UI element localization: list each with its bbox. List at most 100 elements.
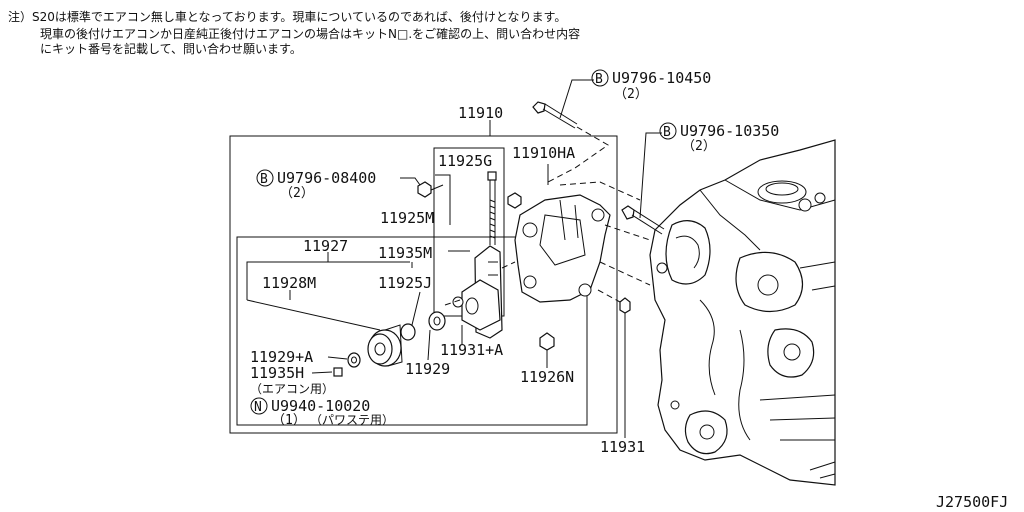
note-line-3: にキット番号を記載して、問い合わせ願います。 [40,42,302,56]
callout-note: （パワステ用） [310,413,394,427]
label-11929: 11929 [405,360,450,378]
pulley-side [384,324,403,367]
frame-11910 [229,135,618,434]
engine-mount-hole [783,343,801,361]
callout-quantity: （1） [272,413,306,428]
badge-circle [591,69,609,87]
alignment-line [501,261,516,269]
callout-bolt-right: B U9796-10350 （2） [621,122,779,235]
callout-quantity: （2） [280,186,314,201]
label-11931a: 11931+A [440,341,503,359]
bolt-11926n [539,332,555,362]
label-11928m: 11928M [262,274,316,292]
alignment-line [597,289,621,303]
callout-quantity: （2） [614,87,648,102]
label-11925m: 11925M [380,209,434,227]
engine-bolt [814,192,826,204]
label-11935m: 11935M [378,244,432,262]
badge-circle [256,169,274,187]
label-11925g: 11925G [438,152,492,170]
alignment-line [547,126,609,183]
leader-11935h [311,371,333,374]
main-bracket [514,194,611,303]
label-11910ha: 11910HA [512,144,575,162]
bolt-shank [430,184,444,191]
alignment-line [444,299,461,306]
thermostat-detail [675,235,700,269]
bracket-mount-hole [578,283,592,297]
engine-line [811,285,836,291]
callout-part-number: U9796-08400 [277,169,376,187]
label-11935h: 11935H [250,364,304,382]
leader-11925m [435,174,451,225]
label-11927: 11927 [303,237,348,255]
oil-pump-hole [699,424,715,440]
bracket-boss [452,296,464,308]
callout-quantity: （2） [682,139,716,154]
washer-hole [433,316,441,326]
pulley-hub [374,342,386,356]
spacer [400,323,416,341]
leader-11929a [327,356,348,360]
bolt-head [417,181,432,198]
bolt-11910ha [507,192,522,209]
bracket-mount-hole [523,275,537,289]
oil-filler-cap-top [765,182,799,196]
engine-stud [670,400,680,410]
nut-hole [351,356,357,364]
idler-pulley [367,324,403,367]
alignment-line [604,224,651,241]
label-11925j: 11925J [378,274,432,292]
callout-bolt-top: B U9796-10450 （2） [532,69,711,129]
label-11935h-note: （エアコン用） [250,382,334,396]
callout-bolt-left: B U9796-08400 （2） [256,169,444,201]
callout-leader [400,177,421,186]
leader-11928m [246,299,381,331]
label-11910: 11910 [458,104,503,122]
engine-boss-hole [757,274,779,296]
badge-letter: N [254,400,262,415]
callout-nut: N U9940-10020 （1） （パワステ用） [250,397,394,428]
bolt-head [621,205,635,220]
alignment-line [559,181,641,201]
badge-letter: B [260,172,268,187]
badge-letter: B [595,72,603,87]
bolt-shank [631,214,663,235]
bolt-11935h [333,367,343,377]
bolt-head [539,332,555,351]
engine-edge [699,189,761,251]
bolt-head [532,101,546,114]
label-11931: 11931 [600,438,645,456]
engine-edge [724,179,836,211]
leader-11929 [427,329,431,361]
bracket-rib [539,214,586,266]
engine-ribs [759,394,836,441]
badge-circle [659,122,677,140]
bolt-head [487,171,497,181]
badge-letter: B [663,125,671,140]
leader-11925j [411,262,421,326]
engine-line [799,261,836,269]
idler-bracket [461,279,501,331]
engine-line [738,329,751,441]
engine-outline [649,139,836,486]
assembly-frame-11910: 11910 [229,104,618,434]
frame-11927 [236,236,588,426]
bolt-shank [633,209,665,230]
engine-bolt [798,198,812,212]
label-11926n: 11926N [520,368,574,386]
engine-stud [656,262,668,274]
callout-part-number: U9796-10450 [612,69,711,87]
bracket-hole [465,297,479,315]
bracket-mount-hole [591,208,605,222]
note-line-2: 現車の後付けエアコンか日産純正後付けエアコンの場合はキットN□.をご確認の上、問… [40,27,581,41]
bracket-mount-hole [522,222,538,238]
figure-code: J27500FJ [936,493,1008,511]
thermostat-housing [665,220,711,285]
callout-leader [639,132,662,219]
note-line-1: 注）S20は標準でエアコン無し車となっております。現車についているのであれば、後… [8,10,567,24]
badge-circle [250,397,268,415]
bracket-11928m [246,261,410,300]
bolt-thread [489,199,496,239]
